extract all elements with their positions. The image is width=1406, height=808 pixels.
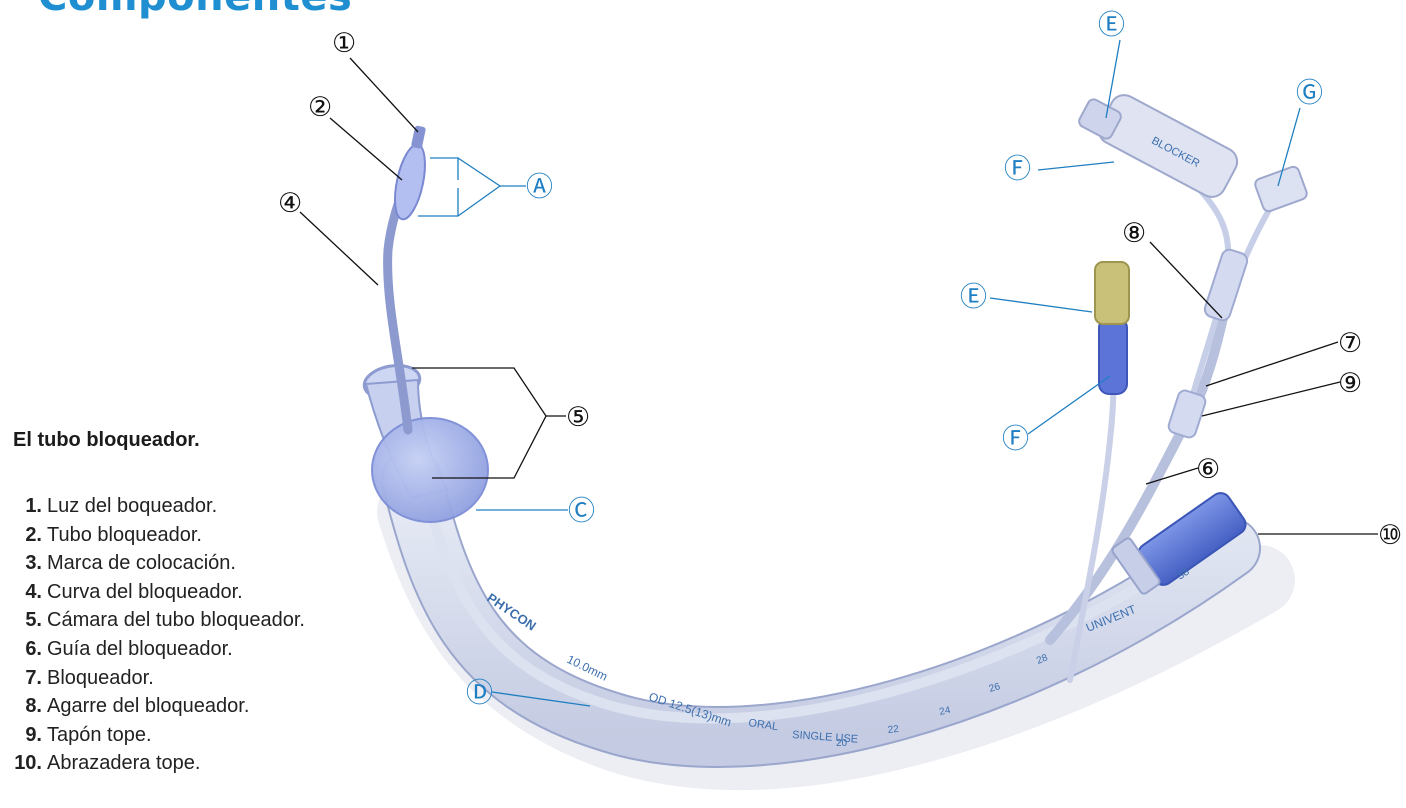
callout-7: ⑦ <box>1338 328 1362 359</box>
pilot-valve-body <box>1099 318 1127 394</box>
callout-F-top: Ⓕ <box>1004 154 1031 185</box>
callout-4: ④ <box>278 188 302 219</box>
blocker-balloon <box>389 142 430 222</box>
callout-line-7 <box>1206 342 1338 386</box>
callout-6: ⑥ <box>1196 454 1220 485</box>
callout-F-mid: Ⓕ <box>1002 424 1029 455</box>
callout-D: Ⓓ <box>466 678 493 709</box>
pilot-valve-cap <box>1095 262 1129 324</box>
stop-plug <box>1167 389 1207 439</box>
tube-mark-20: 20 <box>836 738 848 749</box>
callout-line-A-lower <box>418 188 458 216</box>
callout-G: Ⓖ <box>1296 78 1323 109</box>
callout-line-A-join-top <box>458 158 500 186</box>
callout-line-4 <box>300 212 378 285</box>
callout-line-1 <box>350 58 418 132</box>
callout-A: Ⓐ <box>526 172 553 203</box>
callout-E-top: Ⓔ <box>1098 10 1125 41</box>
callout-line-9 <box>1202 382 1340 416</box>
callout-9: ⑨ <box>1338 368 1362 399</box>
callout-5: ⑤ <box>566 402 590 433</box>
blocker-tip <box>411 125 426 149</box>
callout-line-A-upper <box>430 158 458 180</box>
callout-line-E-mid <box>990 298 1092 312</box>
tube-mark-22: 22 <box>887 724 900 736</box>
callout-1: ① <box>332 28 356 59</box>
tube-cuff <box>372 418 488 522</box>
callout-line-8 <box>1150 242 1222 318</box>
callout-line-A-join-bot <box>458 186 500 216</box>
callout-2: ② <box>308 92 332 123</box>
callout-C: Ⓒ <box>568 496 595 527</box>
blocker-lumen-cap <box>1254 165 1309 213</box>
callout-line-2 <box>330 118 402 180</box>
callout-line-F-top <box>1038 162 1114 170</box>
callout-E-mid: Ⓔ <box>960 282 987 313</box>
callout-10: ⑩ <box>1378 520 1402 551</box>
callout-8: ⑧ <box>1122 218 1146 249</box>
blocker-grip <box>1203 248 1249 323</box>
callout-line-F-mid <box>1028 376 1110 434</box>
